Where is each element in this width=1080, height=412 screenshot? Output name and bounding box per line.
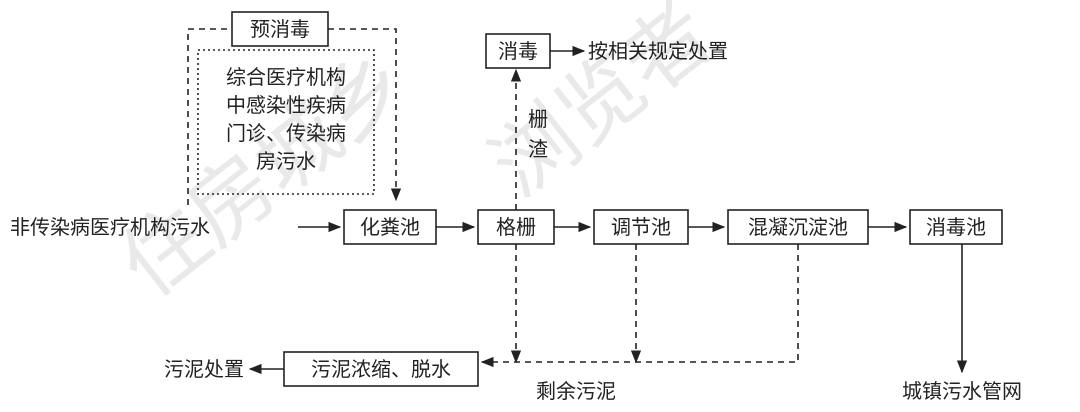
infectious-source-line-2: 中感染性疾病: [226, 93, 346, 117]
node-grating-box: [477, 209, 555, 245]
node-grating-label: 格栅: [496, 215, 536, 239]
dashed-arrow-coag-to-sludge: [480, 244, 799, 368]
node-disinfection-tank-box: [909, 209, 1003, 245]
screenings-label-2: 渣: [528, 137, 548, 161]
municipal-sewer-label: 城镇污水管网: [902, 379, 1022, 403]
node-pre-disinfection-label: 预消毒: [250, 17, 310, 41]
infectious-source-line-4: 房污水: [256, 149, 316, 173]
infectious-source-line-3: 门诊、传染病: [226, 121, 346, 145]
dashed-line-to-pre-disinfection: [187, 28, 232, 205]
dashed-arrow-pre-disinfection-to-septic: [328, 28, 402, 202]
node-pre-disinfection-box: [231, 11, 329, 47]
sludge-disposal-label: 污泥处置: [164, 357, 244, 381]
node-regulating-tank-box: [593, 209, 689, 245]
node-disinfection-label: 消毒: [498, 39, 538, 63]
node-regulating-tank-label: 调节池: [611, 215, 671, 239]
screenings-label-1: 栅: [528, 107, 548, 131]
infectious-source-line-1: 综合医疗机构: [226, 65, 346, 89]
watermark-right: 浏览者: [472, 0, 731, 216]
node-sludge-thicken-label: 污泥浓缩、脱水: [311, 357, 451, 381]
dispose-by-rules-label: 按相关规定处置: [588, 39, 728, 63]
node-disinfection-tank-label: 消毒池: [926, 215, 986, 239]
non-infectious-source-label: 非传染病医疗机构污水: [10, 215, 210, 239]
node-sludge-thicken-box: [283, 351, 479, 387]
node-septic-tank-label: 化粪池: [360, 215, 420, 239]
node-coag-sed-tank-label: 混凝沉淀池: [748, 215, 848, 239]
excess-sludge-label: 剩余污泥: [536, 379, 616, 403]
